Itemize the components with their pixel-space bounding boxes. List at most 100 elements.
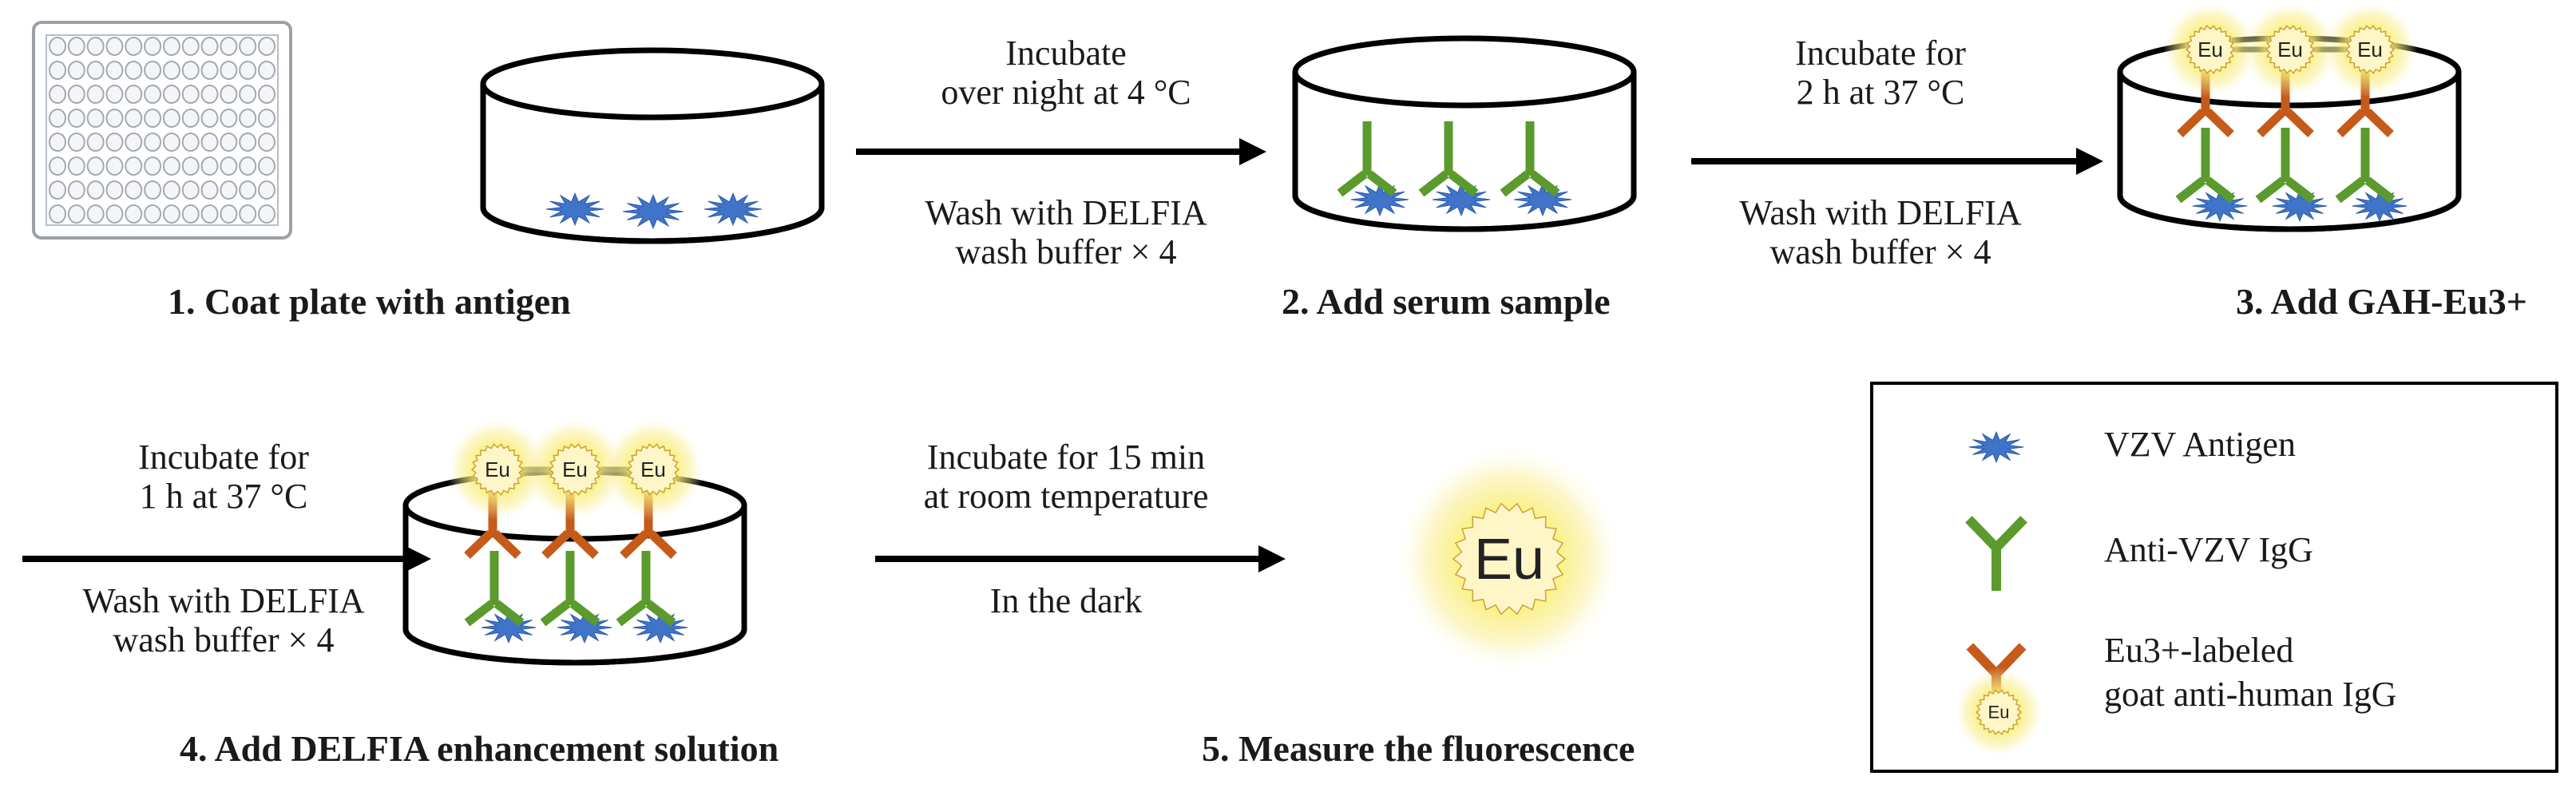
plate-well	[258, 61, 275, 80]
step-2-dish	[1292, 35, 1637, 232]
plate-well	[105, 85, 124, 104]
igg-left-arm	[616, 600, 647, 627]
eu-label-icon: Eu	[2162, 2, 2258, 97]
legend-label-eu-labeled-line-2: goat anti-human IgG	[2104, 675, 2397, 715]
plate-well	[105, 61, 124, 80]
antigen-icon	[623, 193, 684, 230]
plate-well	[200, 180, 219, 200]
eu-starburst	[1975, 689, 2023, 735]
plate-well	[144, 61, 162, 80]
plate-well	[220, 61, 238, 80]
igg-right-arm	[648, 530, 677, 559]
plate-well	[258, 37, 275, 56]
eu-text: Eu	[2277, 38, 2303, 61]
eu-label-icon: Eu	[2242, 2, 2338, 97]
eu-starburst	[470, 443, 525, 496]
antigen-icon	[1513, 182, 1572, 217]
eu-label-icon: Eu	[1397, 447, 1621, 671]
plate-well	[220, 156, 238, 176]
plate-well	[181, 109, 200, 128]
plate-well	[144, 85, 162, 104]
step-5-caption: 5. Measure the fluorescence	[1202, 728, 1635, 769]
plate-well	[125, 204, 143, 224]
eu-starburst	[2265, 25, 2316, 74]
arrow-step1-to-2-head	[1239, 138, 1266, 165]
dish-bottom-front	[480, 207, 825, 244]
igg-right-arm	[493, 600, 525, 627]
antibody-left-arm	[1965, 516, 1999, 550]
antigen-icon	[557, 611, 612, 644]
plate-well	[220, 204, 238, 224]
plate-well	[67, 109, 85, 128]
anti-vzv-igg-icon	[1500, 121, 1560, 197]
plate-well	[49, 180, 66, 200]
plate-well	[144, 204, 162, 224]
plate-well	[258, 109, 275, 128]
igg-right-arm	[1529, 170, 1560, 197]
igg-left-arm	[464, 600, 495, 627]
plate-well	[220, 133, 238, 152]
igg-stem	[2360, 128, 2370, 182]
igg-left-arm	[2177, 109, 2206, 137]
transition-3-above-line-2: 1 h at 37 °C	[139, 477, 308, 517]
igg-stem	[489, 551, 499, 605]
igg-left-arm	[1337, 170, 1368, 197]
eu-label-icon: Eu	[524, 418, 626, 521]
transition-3-above-line-1: Incubate for	[138, 438, 309, 477]
antigen-icon	[1350, 182, 1409, 217]
plate-well	[258, 133, 275, 152]
plate-well	[125, 61, 143, 80]
plate-well	[86, 37, 105, 56]
plate-well	[162, 37, 180, 56]
transition-2-above-line-2: 2 h at 37 °C	[1796, 73, 1965, 113]
legend-label-eu-labeled-line-1: Eu3+-labeled	[2104, 631, 2294, 670]
plate-well	[239, 156, 257, 176]
igg-right-arm	[2205, 109, 2234, 137]
igg-stem	[2281, 128, 2290, 182]
plate-well	[125, 85, 143, 104]
plate-well	[49, 156, 66, 176]
antigen-icon	[632, 611, 688, 644]
plate-well	[200, 109, 219, 128]
plate-well	[144, 133, 162, 152]
dish-rim	[480, 47, 825, 121]
igg-right-arm	[1448, 170, 1479, 197]
anti-vzv-igg-icon	[2335, 128, 2396, 204]
anti-vzv-igg-icon	[616, 551, 676, 627]
igg-left-arm	[2336, 109, 2366, 137]
microplate-icon	[32, 21, 292, 240]
plate-well	[86, 156, 105, 176]
eu-text: Eu	[485, 457, 510, 481]
plate-well	[220, 180, 238, 200]
plate-well	[144, 180, 162, 200]
arrow-step4-to-5-head	[1258, 545, 1286, 572]
igg-right-arm	[2285, 109, 2314, 137]
plate-well	[258, 156, 275, 176]
igg-right-arm	[2364, 109, 2394, 137]
eu-text: Eu	[640, 457, 666, 481]
plate-well	[220, 85, 238, 104]
transition-4-above-line-1: Incubate for 15 min	[926, 438, 1206, 477]
igg-right-arm	[569, 530, 599, 559]
plate-well	[162, 156, 180, 176]
igg-left-arm	[620, 530, 649, 559]
arrow-step2-to-3-head	[2076, 148, 2103, 175]
eu-label-icon: Eu	[602, 418, 704, 521]
legend-label-eu-labeled: Eu3+-labeled goat anti-human IgG	[2104, 631, 2397, 715]
plate-well	[181, 180, 200, 200]
igg-stem	[1362, 121, 1372, 176]
antigen-icon	[2352, 189, 2408, 223]
igg-right-arm	[645, 600, 676, 627]
plate-well	[125, 133, 143, 152]
igg-right-arm	[1366, 170, 1397, 197]
eu-label-icon: Eu	[446, 418, 549, 521]
antigen-icon	[1432, 182, 1491, 217]
antibody-stem	[1991, 543, 2001, 591]
plate-well	[144, 37, 162, 56]
plate-well	[162, 204, 180, 224]
plate-well	[200, 85, 219, 104]
transition-2-below-line-2: wash buffer × 4	[1770, 232, 1991, 272]
anti-vzv-igg-icon	[1418, 121, 1479, 197]
